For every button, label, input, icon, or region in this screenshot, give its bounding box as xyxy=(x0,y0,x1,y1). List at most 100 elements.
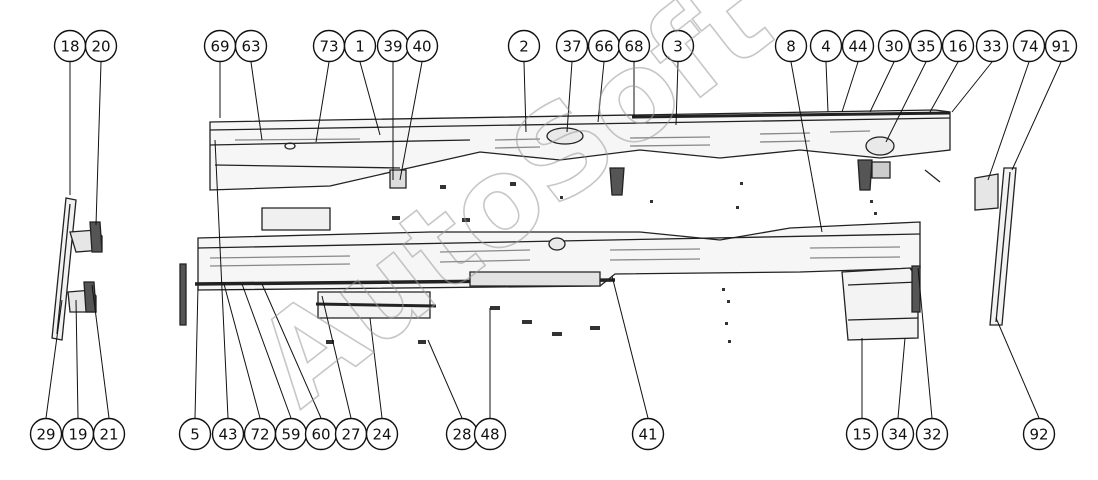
callout-circle xyxy=(1022,417,1056,451)
callout-69: 69 xyxy=(203,29,237,63)
callout-label: 74 xyxy=(1019,38,1038,56)
callout-48: 48 xyxy=(473,417,507,451)
callout-circle xyxy=(211,417,245,451)
callout-30: 30 xyxy=(877,29,911,63)
callout-label: 16 xyxy=(948,38,967,56)
callout-circle xyxy=(405,29,439,63)
callout-20: 20 xyxy=(84,29,118,63)
callout-circle xyxy=(631,417,665,451)
callout-68: 68 xyxy=(617,29,651,63)
callout-label: 8 xyxy=(786,38,796,56)
callout-circle xyxy=(29,417,63,451)
callout-label: 66 xyxy=(594,38,613,56)
callout-label: 5 xyxy=(190,426,200,444)
callout-label: 39 xyxy=(383,38,402,56)
callout-label: 91 xyxy=(1051,38,1070,56)
callout-37: 37 xyxy=(555,29,589,63)
callout-circle xyxy=(343,29,377,63)
callout-circle xyxy=(365,417,399,451)
callout-circle xyxy=(877,29,911,63)
callout-leaders xyxy=(45,61,1062,419)
callout-label: 72 xyxy=(250,426,269,444)
callout-circle xyxy=(92,417,126,451)
callout-72: 72 xyxy=(243,417,277,451)
left-bracket-assembly xyxy=(51,197,103,341)
callout-92: 92 xyxy=(1022,417,1056,451)
callout-43: 43 xyxy=(211,417,245,451)
callout-label: 33 xyxy=(982,38,1001,56)
callout-circle xyxy=(84,29,118,63)
callout-40: 40 xyxy=(405,29,439,63)
callout-label: 43 xyxy=(218,426,237,444)
callout-66: 66 xyxy=(587,29,621,63)
callout-circle xyxy=(774,29,808,63)
callout-4: 4 xyxy=(809,29,843,63)
battery-box xyxy=(841,265,921,341)
callout-circle xyxy=(507,29,541,63)
callout-19: 19 xyxy=(61,417,95,451)
callout-circle xyxy=(473,417,507,451)
right-side-plate xyxy=(974,167,1017,326)
callout-34: 34 xyxy=(881,417,915,451)
callout-circle xyxy=(809,29,843,63)
callout-41: 41 xyxy=(631,417,665,451)
callout-18: 18 xyxy=(53,29,87,63)
callout-circle xyxy=(941,29,975,63)
callout-label: 21 xyxy=(99,426,118,444)
callout-label: 68 xyxy=(624,38,643,56)
callout-label: 15 xyxy=(852,426,871,444)
callout-circle xyxy=(1012,29,1046,63)
callout-label: 30 xyxy=(884,38,903,56)
callout-33: 33 xyxy=(975,29,1009,63)
callout-29: 29 xyxy=(29,417,63,451)
callout-label: 63 xyxy=(241,38,260,56)
callout-44: 44 xyxy=(841,29,875,63)
callout-label: 20 xyxy=(91,38,110,56)
callout-label: 35 xyxy=(916,38,935,56)
callout-8: 8 xyxy=(774,29,808,63)
callout-circle xyxy=(909,29,943,63)
callout-label: 28 xyxy=(452,426,471,444)
callout-label: 2 xyxy=(519,38,529,56)
callout-24: 24 xyxy=(365,417,399,451)
callout-circle xyxy=(1044,29,1078,63)
callout-32: 32 xyxy=(915,417,949,451)
callout-label: 27 xyxy=(341,426,360,444)
callout-circle xyxy=(841,29,875,63)
callout-label: 32 xyxy=(922,426,941,444)
callout-73: 73 xyxy=(312,29,346,63)
callout-15: 15 xyxy=(845,417,879,451)
fastener-markings xyxy=(326,182,877,344)
callout-circle xyxy=(881,417,915,451)
callout-label: 24 xyxy=(372,426,391,444)
callout-label: 92 xyxy=(1029,426,1048,444)
callout-label: 37 xyxy=(562,38,581,56)
callout-63: 63 xyxy=(234,29,268,63)
callout-label: 69 xyxy=(210,38,229,56)
callout-label: 4 xyxy=(821,38,831,56)
callout-label: 40 xyxy=(412,38,431,56)
upper-frame-rail xyxy=(209,109,951,231)
callout-label: 41 xyxy=(638,426,657,444)
callout-label: 73 xyxy=(319,38,338,56)
callout-circle xyxy=(845,417,879,451)
callout-circle xyxy=(617,29,651,63)
callout-16: 16 xyxy=(941,29,975,63)
lower-frame-rail xyxy=(179,221,921,326)
callout-91: 91 xyxy=(1044,29,1078,63)
callout-21: 21 xyxy=(92,417,126,451)
callout-label: 1 xyxy=(355,38,365,56)
callout-circle xyxy=(234,29,268,63)
callout-label: 60 xyxy=(311,426,330,444)
callout-label: 18 xyxy=(60,38,79,56)
callout-5: 5 xyxy=(178,417,212,451)
callout-circle xyxy=(975,29,1009,63)
callout-35: 35 xyxy=(909,29,943,63)
callout-label: 44 xyxy=(848,38,867,56)
callout-label: 19 xyxy=(68,426,87,444)
callout-2: 2 xyxy=(507,29,541,63)
callout-circle xyxy=(555,29,589,63)
callout-1: 1 xyxy=(343,29,377,63)
